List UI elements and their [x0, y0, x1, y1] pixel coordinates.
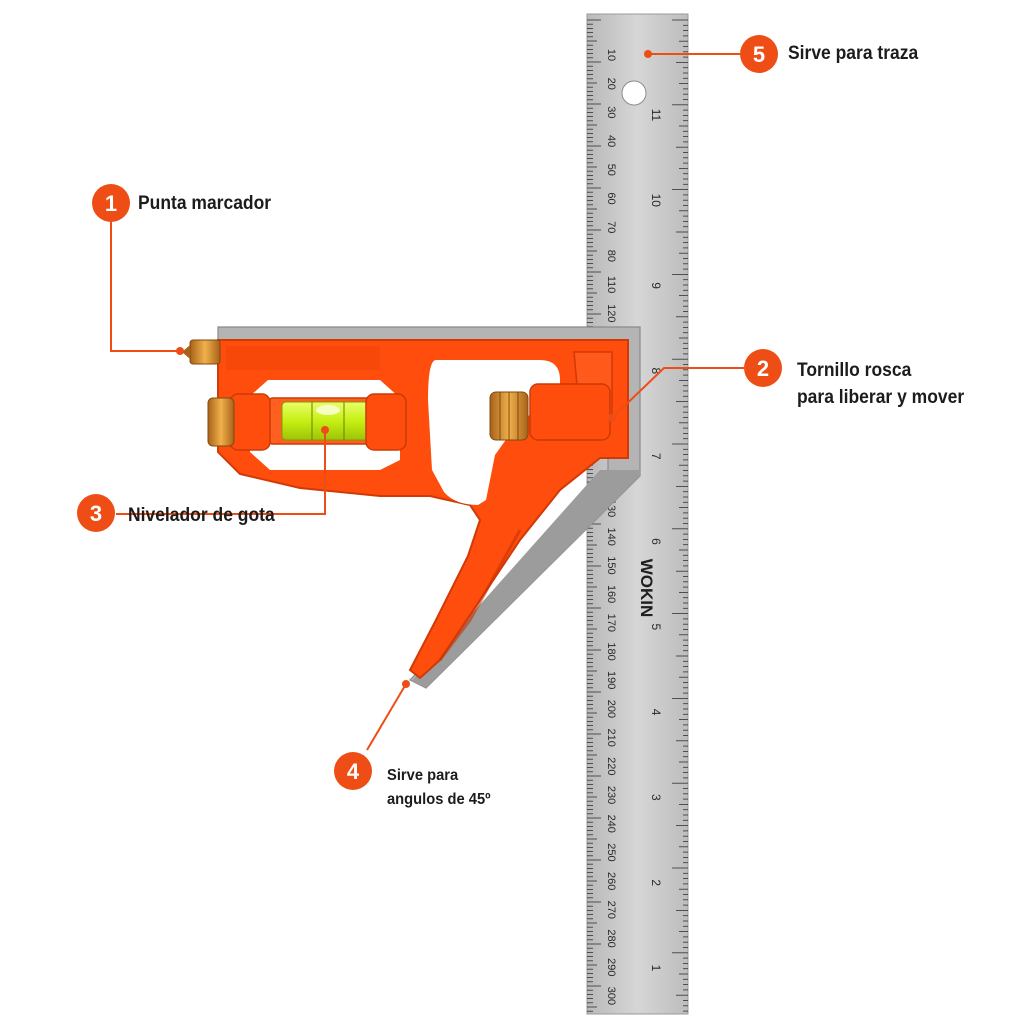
callout-label-5: Sirve para traza: [788, 40, 918, 67]
svg-text:4: 4: [347, 759, 360, 784]
metric-label: 60: [605, 192, 617, 204]
callout-2-line-1: Tornillo rosca: [797, 360, 912, 381]
scriber-tip: [182, 339, 221, 365]
svg-text:3: 3: [90, 501, 102, 526]
inch-label: 4: [649, 709, 663, 716]
metric-label: 30: [605, 106, 617, 118]
metric-label: 170: [605, 614, 617, 632]
metric-label: 210: [605, 728, 617, 746]
metric-label: 160: [605, 585, 617, 603]
metric-label: 260: [605, 872, 617, 890]
metric-label: 50: [605, 164, 617, 176]
callout-badge-1: 1: [92, 184, 130, 222]
metric-label: 10: [605, 49, 617, 61]
inch-label: 9: [649, 282, 663, 289]
ruler-brand: WOKIN: [637, 559, 656, 618]
metric-label: 140: [605, 528, 617, 546]
inch-label: 8: [649, 368, 663, 375]
svg-text:1: 1: [105, 191, 117, 216]
callout-label-3: Nivelador de gota: [128, 502, 275, 529]
inch-label: 2: [649, 879, 663, 886]
metric-label: 70: [605, 221, 617, 233]
metric-label: 290: [605, 958, 617, 976]
callout-badge-5: 5: [740, 35, 778, 73]
inch-scale-labels: 11 10 9 8 7 6 5 4 3 2 1: [649, 109, 663, 972]
callout-badge-2: 2: [744, 349, 782, 387]
metric-label: 40: [605, 135, 617, 147]
steel-rule-blade: 1020304050607080110120130140150160170180…: [586, 13, 689, 1015]
bubble-level-vial: [267, 397, 387, 445]
metric-label: 220: [605, 757, 617, 775]
inch-label: 6: [649, 538, 663, 545]
inch-label: 7: [649, 453, 663, 460]
metric-label: 120: [605, 304, 617, 322]
metric-label: 150: [605, 556, 617, 574]
callout-4-line-2: angulos de 45º: [387, 791, 491, 808]
metric-label: 200: [605, 700, 617, 718]
callout-3-line-1: Nivelador de gota: [128, 505, 275, 526]
callout-leader-lines: [110, 53, 744, 751]
callout-1-line-1: Punta marcador: [138, 193, 272, 214]
svg-text:2: 2: [757, 356, 769, 381]
inch-label: 3: [649, 794, 663, 801]
metric-label: 240: [605, 815, 617, 833]
callout-endpoints: [176, 50, 652, 688]
callout-4-line-1: Sirve para: [387, 767, 459, 784]
metric-label: 80: [605, 250, 617, 262]
metric-label: 230: [605, 786, 617, 804]
svg-text:5: 5: [753, 42, 765, 67]
callout-badge-4: 4: [334, 752, 372, 790]
hanging-hole: [621, 80, 647, 106]
metric-label: 20: [605, 78, 617, 90]
metric-label: 180: [605, 642, 617, 660]
metric-label: 110: [605, 276, 617, 294]
metric-label: 280: [605, 929, 617, 947]
inch-label: 1: [649, 965, 663, 972]
callout-label-2: Tornillo rosca para liberar y mover: [797, 357, 964, 411]
callout-5-line-1: Sirve para traza: [788, 43, 919, 64]
metric-label: 190: [605, 671, 617, 689]
callout-label-4: Sirve para angulos de 45º: [387, 764, 491, 812]
inch-label: 11: [649, 109, 663, 122]
inch-label: 10: [649, 194, 663, 208]
brass-lock-knob-left: [207, 397, 235, 447]
metric-label: 300: [605, 987, 617, 1005]
metric-label: 270: [605, 901, 617, 919]
callout-label-1: Punta marcador: [138, 190, 271, 217]
inch-tick-marks: [672, 19, 688, 1012]
callout-2-line-2: para liberar y mover: [797, 387, 965, 408]
metric-label: 250: [605, 843, 617, 861]
metric-scale-labels: 1020304050607080110120130140150160170180…: [605, 49, 617, 1005]
vial-end-caps: [229, 393, 407, 451]
inch-label: 5: [649, 623, 663, 630]
lock-screw-nut: [489, 383, 611, 441]
callout-badge-3: 3: [77, 494, 115, 532]
